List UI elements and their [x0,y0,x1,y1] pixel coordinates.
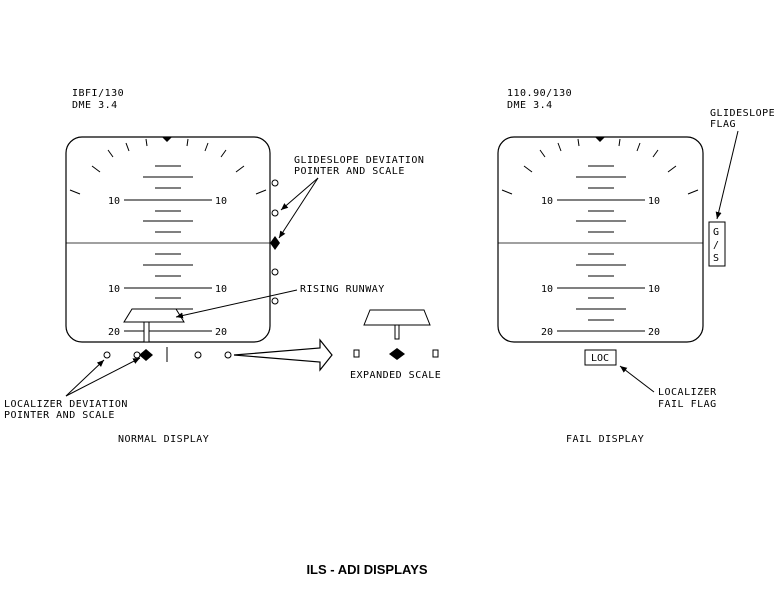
expanded-pointer [389,348,405,360]
loc-fail-flag [584,349,617,366]
localizer-callout-arrow [65,357,141,397]
fail-caption: FAIL DISPLAY [566,434,644,445]
fail-pitch-label: 20 [541,327,553,338]
rising-runway-callout: RISING RUNWAY [300,284,385,295]
fail-pitch-label: 10 [648,284,660,295]
fail-adi-frame [497,136,704,343]
gs-flag-char: / [713,240,719,251]
fail-callouts: GLIDESLOPE FLAG LOCALIZER FAIL FLAG [619,108,775,410]
normal-callouts: GLIDESLOPE DEVIATION POINTER AND SCALE R… [4,155,441,421]
localizer-pointer [139,349,153,361]
expanded-scale-label: EXPANDED SCALE [350,370,441,381]
glideslope-callout-arrow [280,177,319,211]
glideslope-callout-arrow [278,177,319,239]
rising-runway-arrow [175,289,298,319]
runway-stem [143,321,150,343]
fail-pitch-label: 20 [648,327,660,338]
normal-roll-scale [69,138,267,195]
expanded-scale-mark [353,349,360,358]
normal-dme: DME 3.4 [72,100,118,111]
normal-pitch-label: 20 [215,327,227,338]
gs-flag-callout-line2: FLAG [710,119,736,130]
loc-fail-arrow [619,365,655,393]
fail-display: 110.90/130 DME 3.4 [497,88,726,445]
fail-frequency: 110.90/130 [507,88,572,99]
gs-flag-char: G [713,227,719,238]
localizer-callout-arrow [65,359,105,397]
localizer-scale [103,351,232,359]
localizer-callout-line1: LOCALIZER DEVIATION [4,399,128,410]
gs-flag-callout-line1: GLIDESLOPE [710,108,775,119]
fail-pitch-ladder [557,165,645,332]
normal-pitch-label: 10 [108,196,120,207]
normal-pitch-label: 10 [215,284,227,295]
normal-frequency: IBFI/130 [72,88,124,99]
loc-fail-callout-line2: FAIL FLAG [658,399,717,410]
fail-pitch-label: 10 [541,284,553,295]
fail-roll-pointer [595,137,605,142]
normal-pitch-label: 20 [108,327,120,338]
expanded-runway-symbol [363,309,431,326]
gs-fail-flag [708,221,726,267]
fail-pitch-label: 10 [541,196,553,207]
normal-roll-pointer [162,137,172,142]
localizer-callout-line2: POINTER AND SCALE [4,410,115,421]
normal-pitch-label: 10 [108,284,120,295]
expanded-scale-mark [432,349,439,358]
loc-fail-callout-line1: LOCALIZER [658,387,717,398]
rising-runway-symbol [123,308,185,323]
glideslope-pointer [270,236,280,250]
normal-display: IBFI/130 DME 3.4 [65,88,280,445]
normal-caption: NORMAL DISPLAY [118,434,209,445]
glideslope-callout-line1: GLIDESLOPE DEVIATION [294,155,424,166]
expanded-runway-stem [394,324,400,340]
fail-dme: DME 3.4 [507,100,553,111]
fail-pitch-label: 10 [648,196,660,207]
normal-pitch-ladder [124,165,212,332]
normal-pitch-label: 10 [215,196,227,207]
glideslope-callout-line2: POINTER AND SCALE [294,166,405,177]
gs-flag-char: S [713,253,719,264]
gs-flag-arrow [715,130,739,220]
expand-arrow-icon [233,338,333,372]
loc-flag-text: LOC [591,353,609,364]
fail-roll-scale [501,138,699,195]
glideslope-scale [271,179,279,305]
figure-title: ILS - ADI DISPLAYS [306,562,427,577]
